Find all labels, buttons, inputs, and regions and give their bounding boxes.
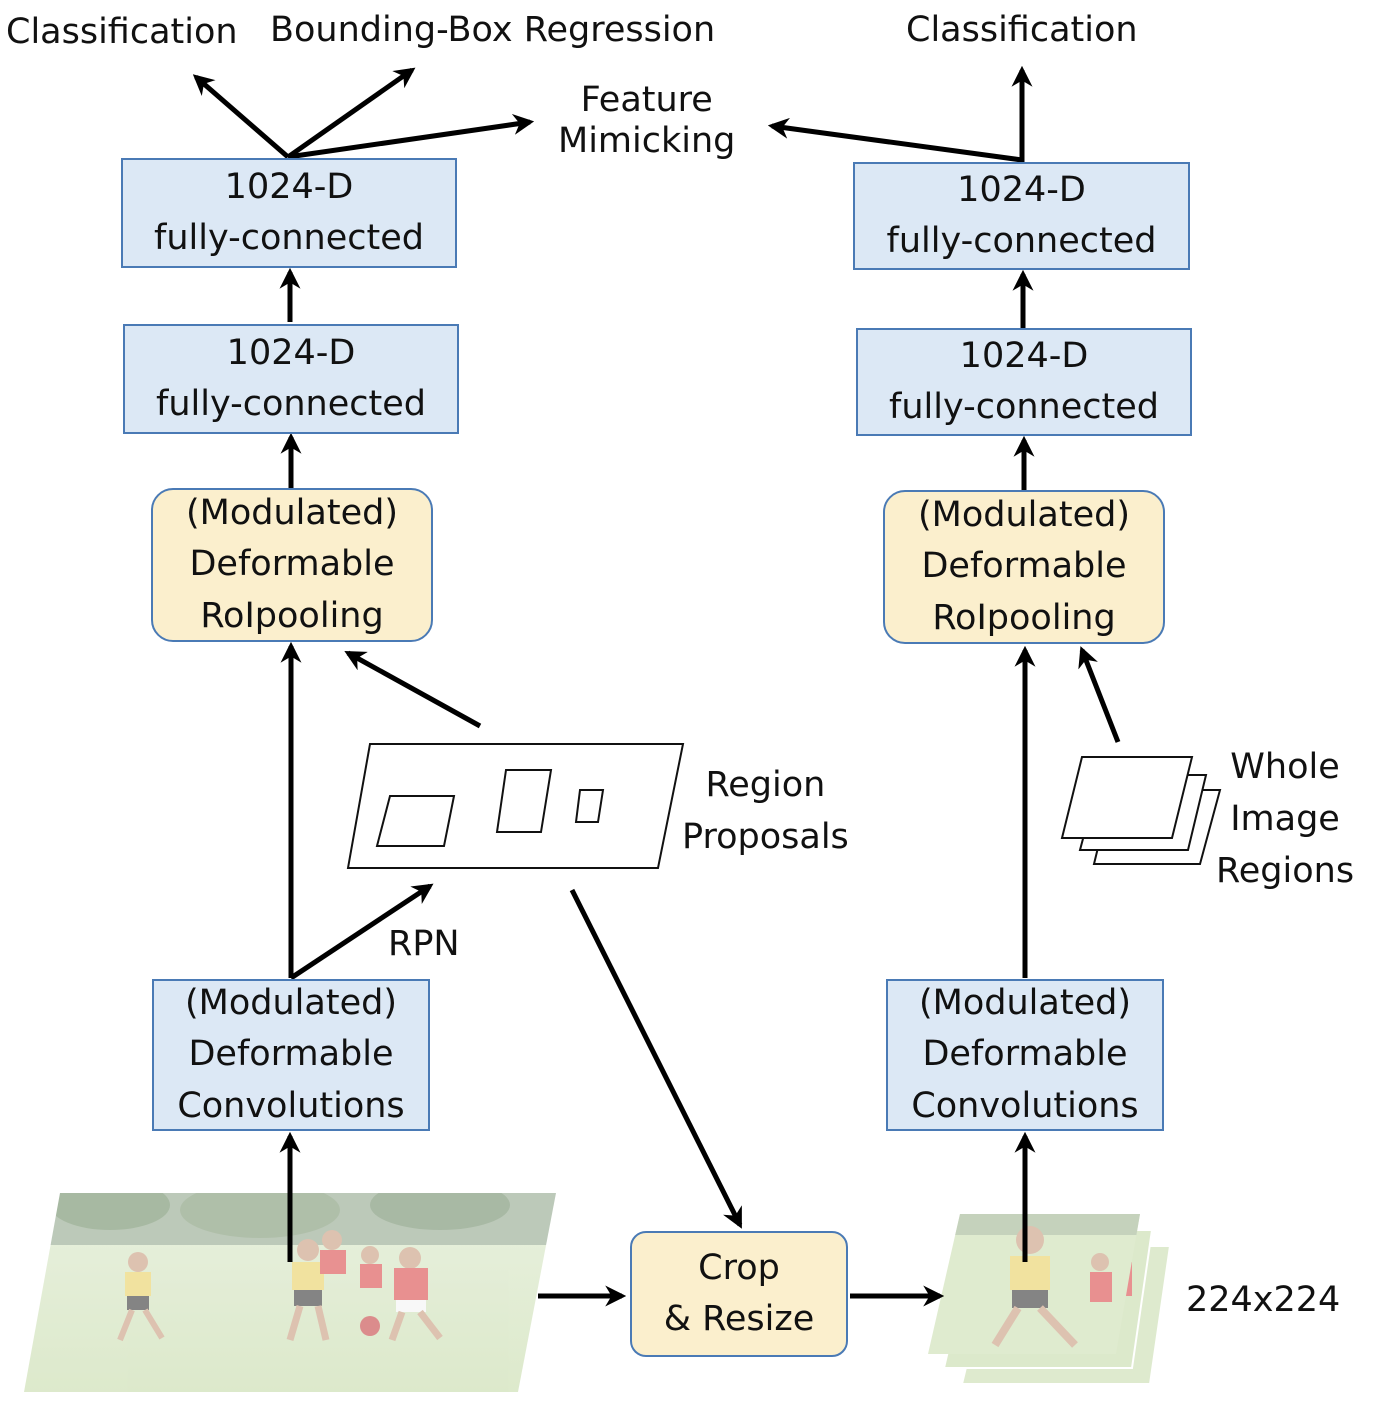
bbox-regression-label: Bounding-Box Regression <box>270 10 716 50</box>
left-classification-label: Classification <box>6 12 238 52</box>
region-proposals-sheet <box>346 743 685 869</box>
arrow-proposals-to-crop <box>569 888 743 1229</box>
proposal-box-medium <box>495 769 553 833</box>
arrow-proposals-to-left-roi <box>344 650 482 729</box>
whole-image-region-1 <box>1060 756 1194 839</box>
arrow-left-fc-to-classification <box>192 74 290 159</box>
arrow-right-fc-to-mimicking <box>767 117 1023 163</box>
arrow-left-fc-to-bbox <box>286 67 416 160</box>
arrow-left-fc-to-mimicking <box>287 114 535 160</box>
feature-mimicking-label: Feature Mimicking <box>558 80 736 162</box>
rpn-label: RPN <box>388 924 460 964</box>
proposal-box-large <box>375 795 456 847</box>
right-classification-label: Classification <box>906 10 1138 50</box>
whole-image-regions-label: Whole Image Regions <box>1216 747 1355 891</box>
crop-resize-box: Crop& Resize <box>630 1231 848 1357</box>
arrow-whole-regions-to-right-roi <box>1078 646 1121 743</box>
arrow-rpn <box>289 883 434 981</box>
proposal-box-small <box>574 789 605 823</box>
region-proposals-label: Region Proposals <box>682 765 849 857</box>
input-size-label: 224x224 <box>1186 1280 1341 1320</box>
